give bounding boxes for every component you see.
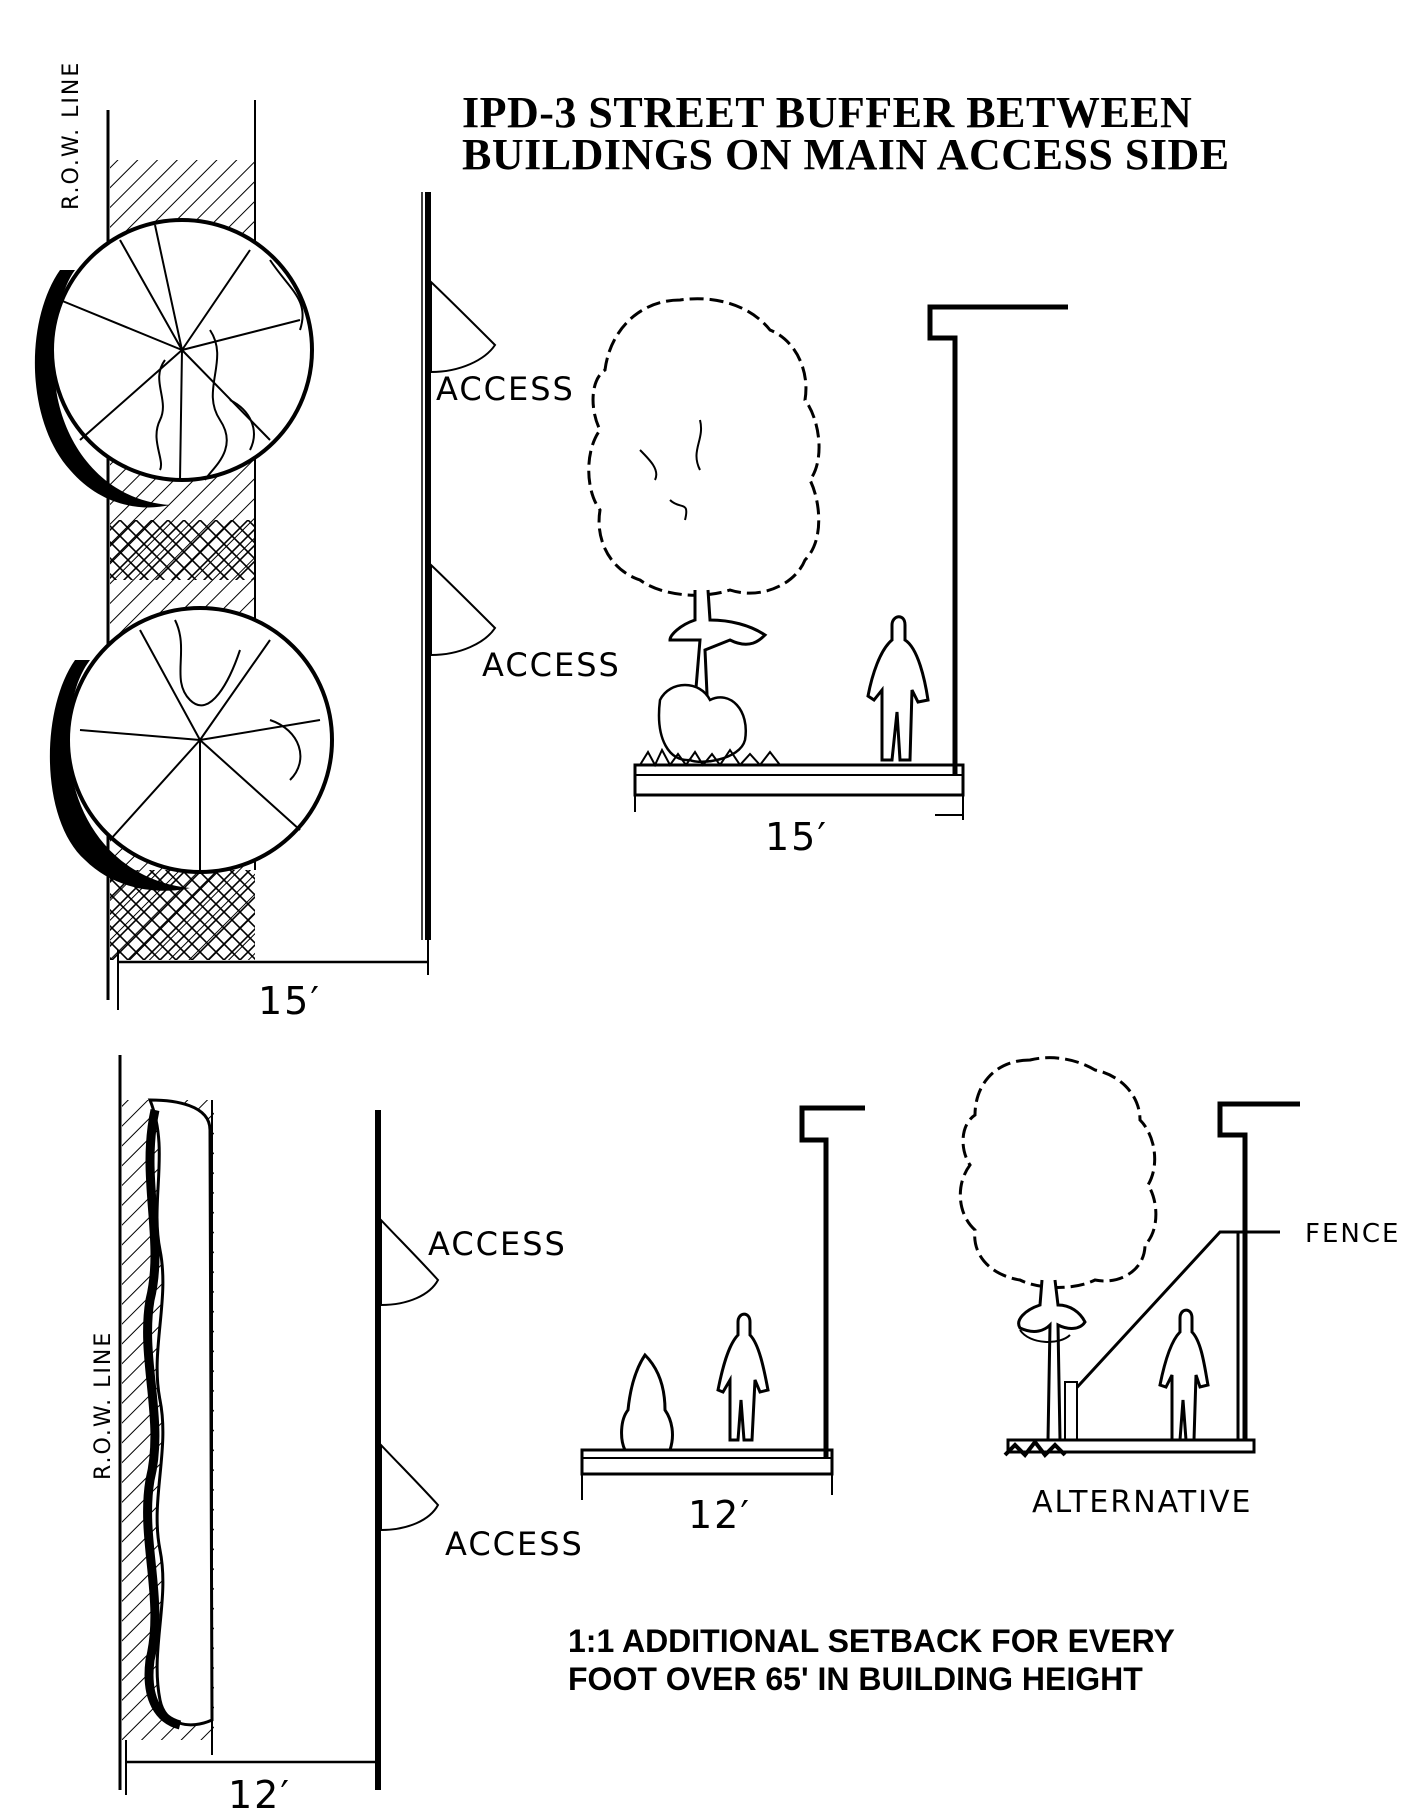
person-figure-top [866,615,930,762]
access-label-2: ACCESS [482,646,621,684]
building-section-bottom [799,1105,865,1458]
access-door-swing-3 [380,1217,440,1307]
shrub-elevation [620,1352,674,1452]
row-line-label-bottom: R.O.W. LINE [91,1331,116,1480]
top-plan-view: R.O.W. LINE ACCESS ACCESS [34,61,621,1023]
building-section-alternative [1217,1101,1300,1440]
tree-canopy-plan-1 [34,218,314,508]
access-door-swing-2 [430,562,497,657]
top-section-view: 15′ [587,297,1068,859]
access-door-swing-4 [380,1442,440,1532]
tree-elevation-top [587,297,821,764]
ground-strip-top [633,763,965,797]
tree-elevation-alternative [958,1056,1158,1442]
ground-strip-bottom [580,1448,834,1476]
dimension-15-plan: 15′ [258,979,321,1023]
building-section-top [927,304,1068,775]
bottom-section-view: 12′ [580,1105,865,1537]
access-label-3: ACCESS [428,1225,567,1263]
dimension-12-plan: 12′ [228,1773,291,1812]
bottom-plan-view: R.O.W. LINE ACCESS ACCESS 12′ [91,1055,584,1812]
diagram-title: IPD-3 STREET BUFFER BETWEEN BUILDINGS ON… [462,88,1362,179]
person-figure-alternative [1158,1308,1210,1442]
fence-label: FENCE [1305,1219,1400,1249]
note-line-2: FOOT OVER 65' IN BUILDING HEIGHT [568,1661,1143,1697]
row-line-label-top: R.O.W. LINE [59,61,84,210]
access-label-4: ACCESS [445,1525,584,1563]
person-figure-bottom-1 [716,1312,770,1442]
ground-strip-alternative [1006,1438,1256,1454]
access-label-1: ACCESS [436,370,575,408]
alternative-section-view: FENCE ALTERNATIVE [958,1056,1400,1520]
tree-canopy-plan-2 [49,606,334,891]
title-line-1: IPD-3 STREET BUFFER BETWEEN [462,88,1193,137]
setback-note: 1:1 ADDITIONAL SETBACK FOR EVERY FOOT OV… [568,1622,1368,1698]
title-line-2: BUILDINGS ON MAIN ACCESS SIDE [462,130,1230,179]
dimension-12-section: 12′ [688,1493,751,1537]
access-door-swing-1 [430,279,497,374]
dimension-15-section: 15′ [765,815,828,859]
alternative-label: ALTERNATIVE [1032,1485,1253,1520]
note-line-1: 1:1 ADDITIONAL SETBACK FOR EVERY [568,1623,1175,1659]
